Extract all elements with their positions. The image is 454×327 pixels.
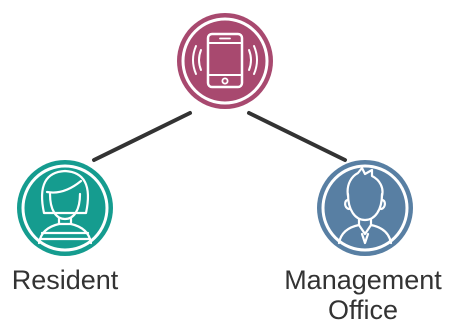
man-avatar-icon — [337, 166, 393, 245]
connector-phone-management — [247, 111, 347, 162]
resident-label-text: Resident — [11, 265, 119, 295]
management-node — [317, 160, 413, 256]
resident-node — [17, 160, 113, 256]
phone-node — [177, 13, 273, 109]
management-office-label: Management Office — [268, 265, 454, 325]
management-label-line2: Office — [327, 295, 399, 325]
woman-avatar-icon — [37, 169, 93, 245]
management-label-line1: Management — [284, 265, 442, 295]
smartphone-icon — [192, 32, 258, 89]
resident-label: Resident — [5, 265, 125, 295]
connector-phone-resident — [92, 111, 192, 162]
